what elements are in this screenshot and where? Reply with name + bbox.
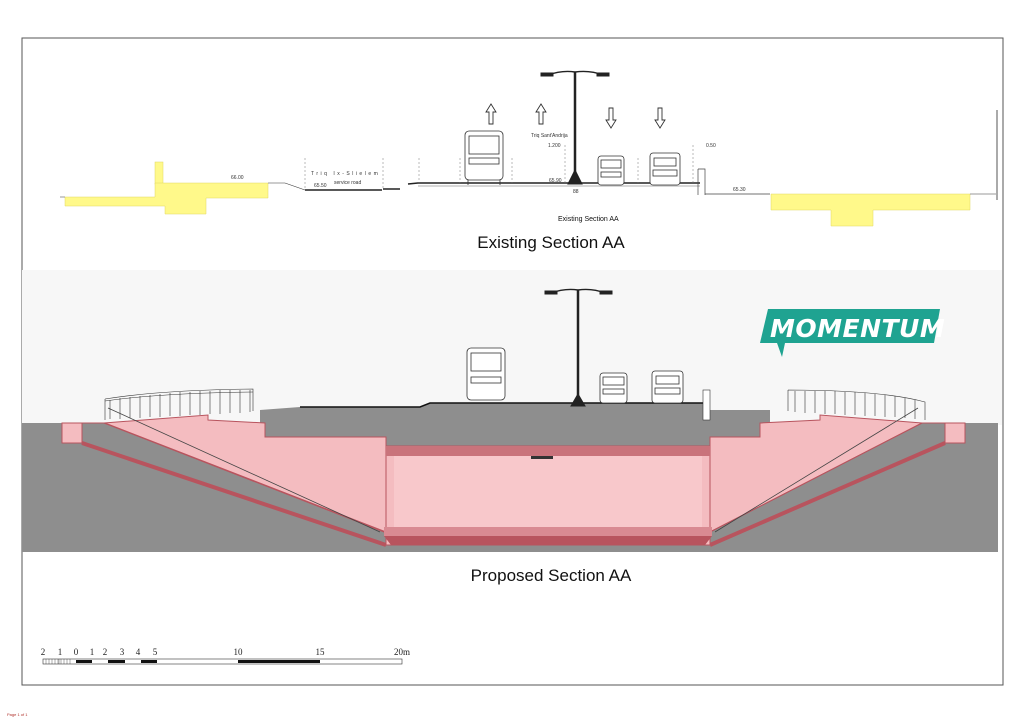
scale-label: 1 [90,647,95,657]
car-icon [597,155,625,186]
street-lamp-icon [540,70,610,185]
ceiling-light-icon [531,456,553,459]
momentum-logo: MOMENTUM [760,309,945,357]
level-label: 66.00 [231,175,244,181]
car-icon [599,372,628,404]
scale-label: 10 [234,647,244,657]
scale-label: 1 [58,647,63,657]
scale-label: 0 [74,647,79,657]
existing-section-title: Existing Section AA [477,233,625,252]
scale-label: 15 [316,647,326,657]
scale-bar: 2 1 0 1 2 3 4 5 10 15 20m [41,647,410,665]
arrow-down-icon [654,107,666,129]
street-lamp-icon [544,288,613,407]
existing-section-sublabel: Existing Section AA [558,216,619,223]
existing-section: Triq Sant'Andrija Triq Ix-Slielem servic… [60,70,998,227]
svg-text:MOMENTUM: MOMENTUM [770,314,945,343]
page-number: Page 1 of 1 [7,712,28,717]
centre-mark: 88 [573,189,579,195]
van-icon [651,370,684,404]
railing-right [787,389,926,420]
road-surface [300,402,705,408]
arrow-up-icon [535,103,547,125]
level-label: 65.50 [314,183,327,189]
scale-label: 3 [120,647,125,657]
existing-fill-left [64,161,269,215]
scale-label: 20m [394,647,410,657]
ground-line-left [60,182,306,198]
scale-label: 4 [136,647,141,657]
existing-fill-right [770,110,998,227]
service-road [305,182,700,191]
traffic-arrows [485,103,666,129]
railing-left [104,388,254,420]
retaining-wall [697,168,770,195]
ramp-right-base [709,441,946,547]
scale-label: 2 [103,647,108,657]
dimension-label: 1.200 [548,143,561,149]
scale-label: 2 [41,647,46,657]
dashed-guides [304,145,694,188]
proposed-section-title: Proposed Section AA [471,566,632,585]
level-label: 65.30 [733,187,746,193]
service-road-label: service road [334,180,361,186]
bus-icon [466,347,506,401]
ramp-left-base [81,441,387,547]
level-label: 65.90 [549,178,562,184]
van-icon [649,152,681,186]
street-name-label: Triq Sant'Andrija [531,133,568,139]
scale-label: 5 [153,647,158,657]
dimension-label: 0.50 [706,143,716,149]
arrow-up-icon [485,103,497,125]
service-road-name: Triq Ix-Slielem [311,171,380,177]
proposed-section [22,270,1002,552]
bus-icon [464,130,504,185]
arrow-down-icon [605,107,617,129]
